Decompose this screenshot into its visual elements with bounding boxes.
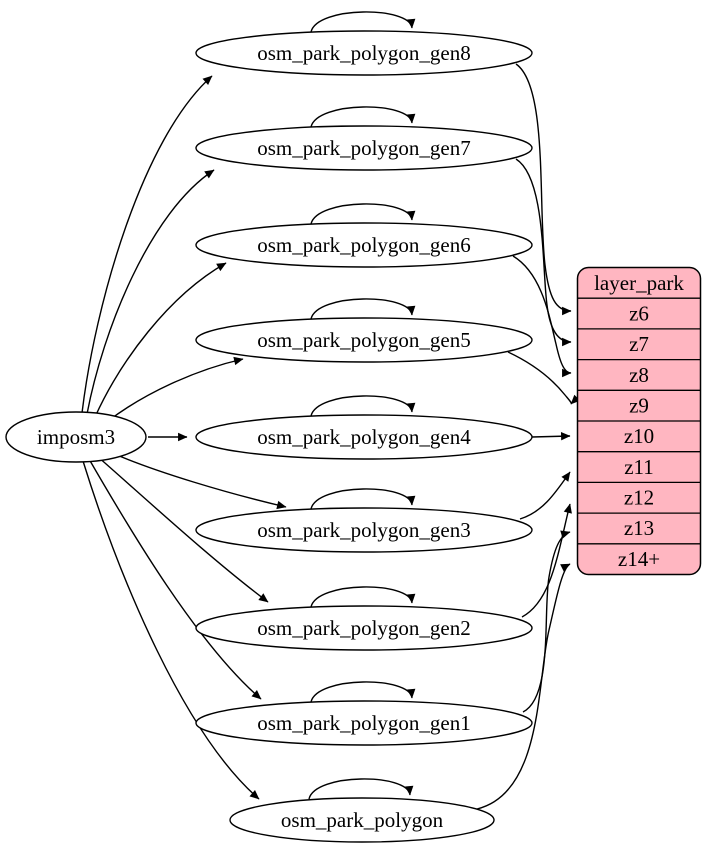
edge-gen5-z9 xyxy=(507,351,581,405)
self-loops xyxy=(308,11,416,800)
source-node-label: imposm3 xyxy=(37,425,115,449)
edge-imposm3-gen7 xyxy=(86,169,215,415)
loop-gen3 xyxy=(310,488,416,510)
edge-gen2-z12 xyxy=(521,503,572,618)
node-osm-park-polygon-gen7 xyxy=(195,125,533,171)
loop-gen2 xyxy=(310,586,416,608)
edge-imposm3-polygon xyxy=(82,460,260,800)
loop-gen6 xyxy=(310,203,416,225)
layer-row-z7: z7 xyxy=(629,332,649,356)
layer-row-z10: z10 xyxy=(624,424,654,448)
source-node: imposm3 xyxy=(5,411,147,463)
node-osm-park-polygon-gen4 xyxy=(195,414,533,460)
node-osm-park-polygon xyxy=(229,797,495,843)
loop-gen8 xyxy=(310,11,416,33)
edge-gen6-z8 xyxy=(512,255,572,378)
edge-imposm3-gen2 xyxy=(96,455,269,603)
layer-row-z9: z9 xyxy=(629,394,649,418)
loop-gen5 xyxy=(310,298,416,320)
edge-imposm3-gen3 xyxy=(109,451,287,510)
node-label: osm_park_polygon_gen3 xyxy=(257,518,470,542)
node-osm-park-polygon-gen8 xyxy=(195,30,533,76)
edge-gen1-z13 xyxy=(522,530,571,713)
node-osm-park-polygon-gen1 xyxy=(195,700,533,746)
node-label: osm_park_polygon_gen7 xyxy=(257,136,470,160)
loop-polygon xyxy=(308,778,414,800)
edge-gen3-z11 xyxy=(519,471,571,520)
loop-gen7 xyxy=(310,106,416,128)
loop-gen4 xyxy=(310,395,416,417)
layer-row-z11: z11 xyxy=(624,455,654,479)
node-label: osm_park_polygon_gen8 xyxy=(257,41,470,65)
process-nodes: osm_park_polygon_gen8 osm_park_polygon_g… xyxy=(195,30,533,843)
edge-gen8-z6 xyxy=(515,63,572,316)
node-label: osm_park_polygon_gen5 xyxy=(257,328,470,352)
node-osm-park-polygon-gen2 xyxy=(195,605,533,651)
layer-park-title: layer_park xyxy=(594,271,684,295)
node-label: osm_park_polygon_gen4 xyxy=(257,425,471,449)
edge-imposm3-gen5 xyxy=(107,356,244,422)
layer-row-z6: z6 xyxy=(629,302,649,326)
edge-imposm3-gen8 xyxy=(81,75,213,414)
node-label: osm_park_polygon_gen2 xyxy=(257,616,470,640)
loop-gen1 xyxy=(310,681,416,703)
layer-row-z12: z12 xyxy=(624,486,654,510)
layer-park-table: layer_park z6 z7 z8 z9 z10 z11 z12 z13 z… xyxy=(576,266,702,576)
edges-to-layer xyxy=(476,63,581,810)
layer-row-z8: z8 xyxy=(629,363,649,387)
node-label: osm_park_polygon_gen6 xyxy=(257,233,470,257)
edges-from-source xyxy=(81,75,287,800)
layer-row-z14: z14+ xyxy=(618,547,660,571)
layer-row-z13: z13 xyxy=(624,516,654,540)
edge-polygon-z14 xyxy=(476,563,571,810)
edge-imposm3-gen1 xyxy=(88,458,262,700)
node-osm-park-polygon-gen6 xyxy=(195,222,533,268)
node-label: osm_park_polygon xyxy=(281,808,444,832)
node-imposm3 xyxy=(5,411,147,463)
node-label: osm_park_polygon_gen1 xyxy=(257,711,470,735)
edge-gen4-z10 xyxy=(531,432,571,441)
edge-gen7-z7 xyxy=(515,158,572,347)
node-osm-park-polygon-gen3 xyxy=(195,507,533,553)
edge-imposm3-gen6 xyxy=(94,262,227,418)
layer-park-row-separators xyxy=(577,297,701,545)
node-osm-park-polygon-gen5 xyxy=(195,317,533,363)
